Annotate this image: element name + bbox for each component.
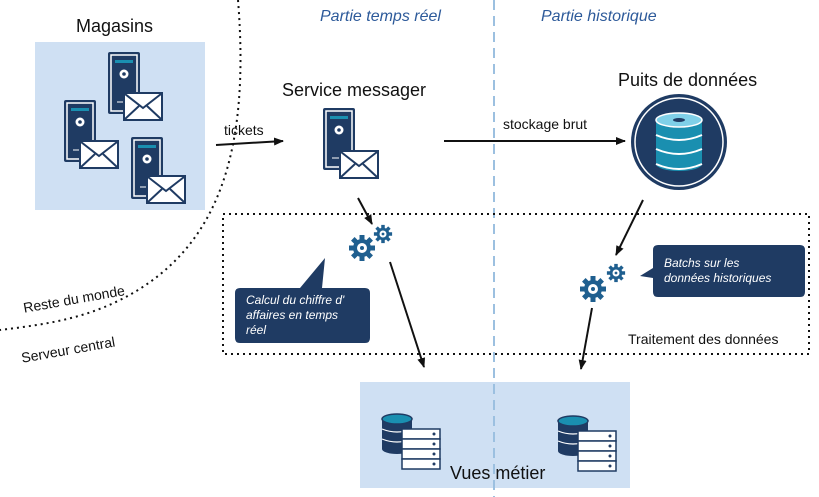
stores-title: Magasins: [76, 16, 154, 36]
datalake-database-icon: [631, 94, 727, 190]
datalake-title: Puits de données: [618, 70, 758, 90]
historical-to-views-arrow: [578, 307, 593, 370]
messenger-to-gear-arrow: [357, 197, 373, 225]
callout-line: Batchs sur les: [664, 256, 740, 270]
historical-callout-bubble: [640, 245, 805, 297]
realtime-callout-bubble: [235, 258, 370, 343]
tickets-label: tickets: [224, 122, 264, 138]
views-title: Vues métier: [450, 463, 546, 483]
historical-section-title: Partie historique: [541, 8, 657, 25]
realtime-callout-text: Calcul du chiffre d' affaires en temps r…: [246, 293, 344, 338]
raw-storage-label: stockage brut: [503, 116, 588, 132]
callout-line: données historiques: [664, 271, 772, 285]
realtime-to-views-arrow: [389, 261, 426, 368]
processing-zone-label: Traitement des données: [628, 331, 779, 347]
realtime-section-title: Partie temps réel: [320, 8, 441, 25]
callout-line: Calcul du chiffre d': [246, 293, 345, 307]
datalake-to-gear-arrow: [615, 199, 644, 256]
messenger-server-icon: [322, 107, 379, 179]
gear-icon: [580, 263, 626, 302]
gear-icon: [349, 224, 393, 261]
callout-line: réel: [246, 323, 267, 337]
world-boundary-curve: [0, 0, 242, 331]
historical-callout-text: Batchs sur les données historiques: [664, 256, 771, 286]
tickets-arrow: [215, 137, 284, 146]
callout-line: affaires en temps: [246, 308, 339, 322]
messenger-title: Service messager: [282, 80, 427, 100]
processing-zone-border: [222, 213, 810, 355]
